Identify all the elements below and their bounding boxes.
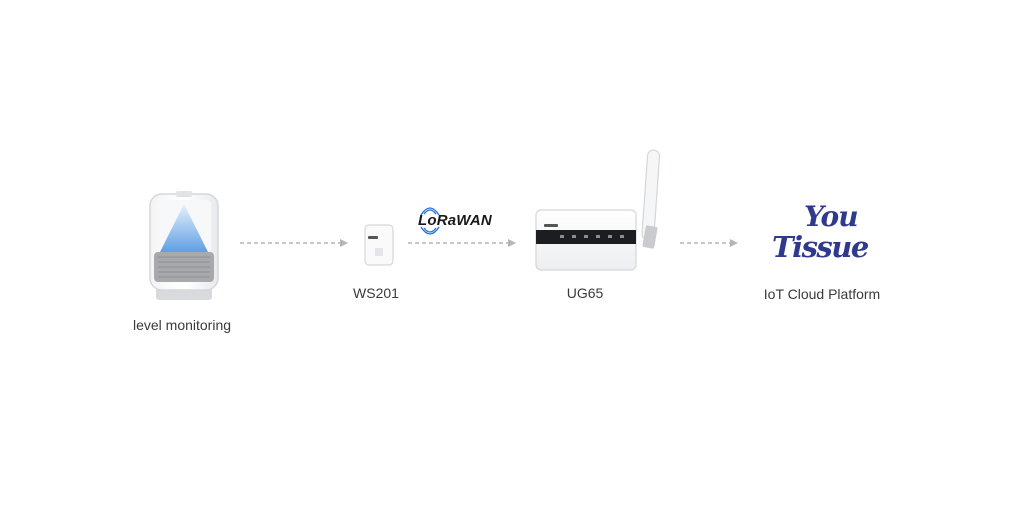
ug65-gateway-icon [535, 149, 661, 271]
signal-waves-icon [420, 207, 440, 216]
sensor-label: WS201 [353, 285, 399, 301]
arrow-sensor-to-gateway [408, 239, 516, 247]
ws201-sensor-icon [364, 224, 394, 266]
logo-word-you: You [804, 200, 859, 233]
gateway-label: UG65 [566, 285, 604, 301]
lorawan-text: LoRaWAN [418, 212, 492, 229]
gateway-node [532, 142, 672, 272]
dispenser-node [146, 190, 222, 302]
you-tissue-logo: You Tissue [772, 200, 876, 270]
cloud-label: IoT Cloud Platform [763, 286, 881, 302]
sensor-node [364, 224, 394, 266]
arrow-dispenser-to-sensor [240, 239, 348, 247]
paper-towel-dispenser-icon [149, 191, 219, 300]
signal-waves-bottom-icon [420, 226, 440, 235]
arrow-gateway-to-cloud [680, 239, 738, 247]
dispenser-label: level monitoring [132, 317, 232, 333]
logo-word-tissue: Tissue [772, 230, 869, 264]
